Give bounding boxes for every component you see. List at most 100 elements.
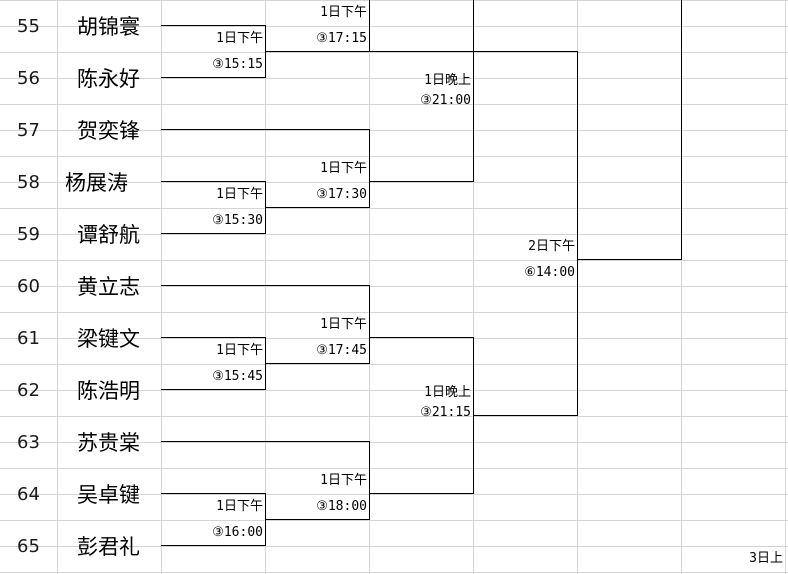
- bracket-line: [161, 129, 370, 130]
- grid-col-line: [785, 0, 786, 574]
- player-name[interactable]: 胡锦寰: [77, 15, 140, 39]
- bracket-line: [369, 181, 474, 182]
- bracket-line: [265, 51, 370, 52]
- bracket-line: [161, 389, 266, 390]
- grid-row-line: [0, 234, 788, 235]
- bracket-line: [369, 0, 370, 52]
- bracket-line: [473, 0, 474, 182]
- row-number: 64: [17, 484, 40, 505]
- bracket-line: [161, 441, 370, 442]
- bracket-line: [473, 415, 578, 416]
- match-day-label: 1日下午: [320, 473, 367, 488]
- match-day-label: 1日下午: [216, 31, 263, 46]
- grid-row-line: [0, 572, 788, 573]
- grid-row-line: [0, 416, 788, 417]
- row-number: 57: [17, 120, 40, 141]
- bracket-line: [577, 51, 578, 416]
- player-name[interactable]: 苏贵棠: [77, 431, 140, 455]
- grid-row-line: [0, 52, 788, 53]
- grid-row-line: [0, 208, 788, 209]
- grid-col-line: [681, 0, 682, 574]
- match-slot-label: ③17:15: [316, 31, 367, 46]
- grid-col-line: [57, 0, 58, 574]
- grid-row-line: [0, 338, 788, 339]
- match-day-label: 3日上: [749, 551, 783, 566]
- match-day-label: 1日下午: [216, 187, 263, 202]
- row-number: 65: [17, 536, 40, 557]
- player-name[interactable]: 陈浩明: [77, 379, 140, 403]
- grid-row-line: [0, 130, 788, 131]
- player-name[interactable]: 吴卓键: [77, 483, 140, 507]
- row-number: 58: [17, 172, 40, 193]
- match-day-label: 1日下午: [320, 5, 367, 20]
- match-slot-label: ③18:00: [316, 499, 367, 514]
- match-day-label: 1日下午: [216, 499, 263, 514]
- bracket-line: [369, 441, 370, 520]
- match-day-label: 2日下午: [528, 239, 575, 254]
- match-slot-label: ③15:15: [212, 57, 263, 72]
- grid-row-line: [0, 312, 788, 313]
- match-slot-label: ③17:30: [316, 187, 367, 202]
- grid-row-line: [0, 286, 788, 287]
- player-name[interactable]: 陈永好: [77, 67, 140, 91]
- match-slot-label: ③21:00: [420, 93, 471, 108]
- row-number: 62: [17, 380, 40, 401]
- bracket-line: [681, 0, 682, 260]
- bracket-line: [369, 493, 474, 494]
- bracket-line: [369, 337, 474, 338]
- match-day-label: 1日下午: [320, 161, 367, 176]
- player-name[interactable]: 梁键文: [77, 327, 140, 351]
- match-day-label: 1日下午: [320, 317, 367, 332]
- bracket-line: [161, 285, 370, 286]
- row-number: 60: [17, 276, 40, 297]
- grid-row-line: [0, 104, 788, 105]
- grid-row-line: [0, 390, 788, 391]
- grid-row-line: [0, 520, 788, 521]
- grid-col-line: [473, 0, 474, 574]
- grid-row-line: [0, 182, 788, 183]
- grid-row-line: [0, 260, 788, 261]
- match-slot-label: ③15:30: [212, 213, 263, 228]
- bracket-line: [161, 25, 266, 26]
- bracket-line: [265, 519, 370, 520]
- match-slot-label: ③16:00: [212, 525, 263, 540]
- row-number: 56: [17, 68, 40, 89]
- player-name[interactable]: 谭舒航: [77, 223, 140, 247]
- match-slot-label: ③17:45: [316, 343, 367, 358]
- grid-row-line: [0, 364, 788, 365]
- row-number: 63: [17, 432, 40, 453]
- bracket-line: [161, 77, 266, 78]
- grid-row-line: [0, 494, 788, 495]
- row-number: 61: [17, 328, 40, 349]
- bracket-line: [265, 207, 370, 208]
- bracket-line: [161, 493, 266, 494]
- grid-row-line: [0, 26, 788, 27]
- bracket-line: [577, 259, 682, 260]
- grid-row-line: [0, 156, 788, 157]
- player-name[interactable]: 贺奕锋: [77, 119, 140, 143]
- player-name[interactable]: 杨展涛: [65, 171, 128, 195]
- bracket-line: [265, 363, 370, 364]
- match-day-label: 1日晚上: [424, 385, 471, 400]
- grid-row-line: [0, 78, 788, 79]
- grid-row-line: [0, 442, 788, 443]
- row-number: 59: [17, 224, 40, 245]
- match-day-label: 1日下午: [216, 343, 263, 358]
- grid-row-line: [0, 546, 788, 547]
- player-name[interactable]: 彭君礼: [77, 535, 140, 559]
- player-name[interactable]: 黄立志: [77, 275, 140, 299]
- grid-col-line: [265, 0, 266, 574]
- bracket-line: [161, 337, 266, 338]
- grid-row-line: [0, 468, 788, 469]
- row-number: 55: [17, 16, 40, 37]
- grid-col-line: [161, 0, 162, 574]
- match-slot-label: ③15:45: [212, 369, 263, 384]
- bracket-line: [161, 545, 266, 546]
- match-slot-label: ③21:15: [420, 405, 471, 420]
- match-slot-label: ⑥14:00: [524, 265, 575, 280]
- bracket-line: [369, 285, 370, 364]
- bracket-line: [369, 129, 370, 208]
- bracket-line: [161, 181, 266, 182]
- grid-row-line: [0, 0, 788, 1]
